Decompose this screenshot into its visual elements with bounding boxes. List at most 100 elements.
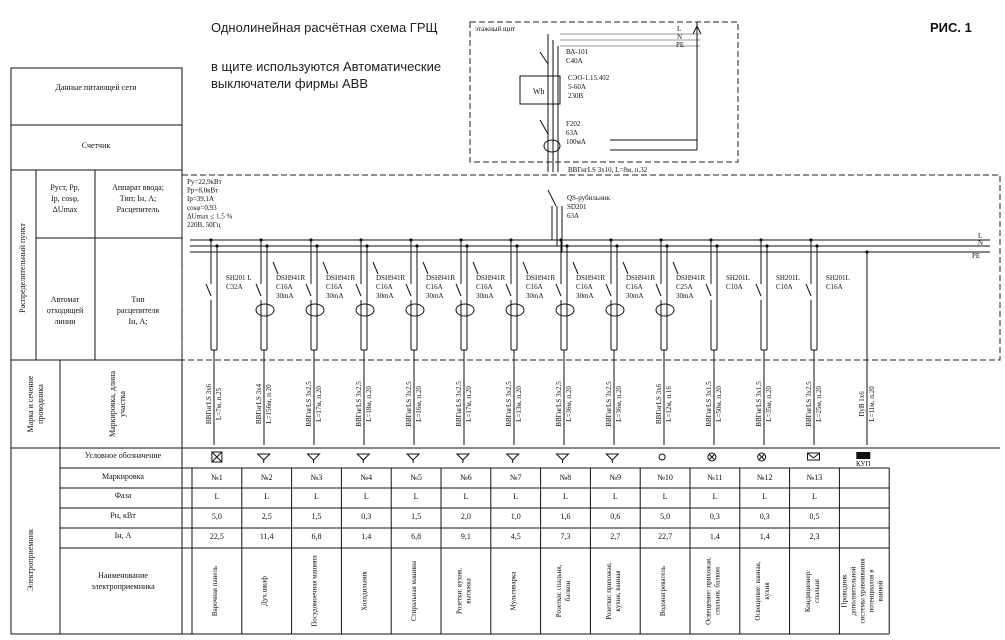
fp-rcd-2: 100мА [566, 138, 586, 146]
circuit-12-pn: 0,3 [760, 512, 770, 521]
circuit-1-num: №1 [211, 473, 223, 482]
out-breaker-1: отходящей [47, 306, 84, 315]
wh-meter-label: Wh [533, 87, 545, 96]
circuit-6-device-1: C16А [476, 283, 493, 291]
circuit-5-device-2: 30mА [426, 292, 444, 300]
dist-point-label: Распределительный пункт [18, 223, 27, 313]
circuit-10-device-0: DSH941R [676, 274, 706, 282]
circuit-9-pn: 0,6 [610, 512, 620, 521]
circuit-6-pn: 2,0 [461, 512, 471, 521]
circuit-1-phase: L [214, 492, 219, 501]
circuit-5-device-1: C16А [426, 283, 443, 291]
consumers-label: Электроприемник [26, 529, 35, 591]
circuit-8-phase: L [563, 492, 568, 501]
wire-brand-0: Марка и сечение [26, 375, 35, 432]
bus-n: N [978, 239, 983, 247]
p-params-1: Iр, cosφ, [51, 194, 79, 203]
name-1: электроприемника [91, 582, 155, 591]
switch-line-1: SD201 [567, 203, 587, 211]
circuit-11-name-1: спальня, балкон [713, 567, 721, 615]
circuit-14-name-4: ванной [876, 580, 884, 601]
circuit-13-device-1: C16А [826, 283, 843, 291]
circuit-8-pn: 1,6 [561, 512, 571, 521]
out-breaker-0: Автомат [51, 295, 80, 304]
bus-pe: PE [972, 252, 980, 260]
circuit-2-phase: L [264, 492, 269, 501]
circuit-11-cable-1: L=50м, п.20 [715, 386, 723, 422]
meter-label: Счетчик [82, 141, 111, 150]
circuit-4-device-0: DSH941R [376, 274, 406, 282]
circuit-9-name-1: кухня, ванная [614, 570, 622, 612]
circuit-3-cable-1: L=17м, п.20 [315, 386, 323, 422]
subtitle-line-1: в щите используются Автоматические [211, 59, 441, 74]
circuit-4-num: №4 [360, 473, 372, 482]
circuit-12-cable-0: ВВГнгLS 3х1,5 [755, 381, 763, 427]
circuit-6-device-0: DSH941R [476, 274, 506, 282]
circuit-1-device-1: C32А [226, 283, 243, 291]
circuit-8-name-0: Розетки: спальня, [555, 565, 563, 618]
circuit-11-device-0: SH201L [726, 274, 750, 282]
dist-param-4: ΔUmax ≤ 1.5 % [187, 212, 232, 220]
subtitle-line-2: выключатели фирмы АВВ [211, 76, 368, 91]
circuit-10-device-1: C25А [676, 283, 693, 291]
circuit-2-device-2: 30mА [276, 292, 294, 300]
circuit-12-name-0: Освещение: ванная, [754, 561, 762, 620]
circuit-11-in: 1,4 [710, 532, 720, 541]
left-table: Данные питающей сети Счетчик Распределит… [10, 67, 1000, 635]
fp-rcd-0: F202 [566, 120, 581, 128]
circuit-3-name-0: Посудомоечная машина [311, 554, 319, 626]
input-params-1: Тип; Iн, А; [120, 194, 156, 203]
circuit-8-in: 7,3 [561, 532, 571, 541]
circuit-1-pn: 5,0 [212, 512, 222, 521]
marking-row-label: Маркировка [102, 472, 144, 481]
dist-params: Ру=22,9кВтРр=8,0кВтIр=39,1Аcosφ=0,93ΔUma… [187, 178, 232, 229]
circuit-1-in: 22,5 [210, 532, 224, 541]
circuit-8-device-1: C16А [576, 283, 593, 291]
circuit-8-name-1: балкон [564, 580, 572, 601]
marking-length-0: Маркировка, длина [108, 371, 117, 438]
circuit-4-cable-1: L=18м, п.20 [365, 386, 373, 422]
circuit-5-pn: 1,5 [411, 512, 421, 521]
circuit-7-device-1: C16А [526, 283, 543, 291]
circuit-7-cable-1: L=13м, п.20 [515, 386, 523, 422]
out-breaker-2: линии [54, 317, 76, 326]
circuit-13-num: №13 [807, 473, 823, 482]
kup-label: КУП [856, 460, 871, 468]
circuit-5-phase: L [414, 492, 419, 501]
circuit-12-in: 1,4 [760, 532, 770, 541]
circuit-10-phase: L [663, 492, 668, 501]
circuit-3-device-0: DSH941R [326, 274, 356, 282]
circuit-9-name-0: Розетки: прихожая, [605, 562, 613, 620]
circuit-6-name-0: Розетки: кухня, [455, 568, 463, 614]
circuit-2-device-0: DSH941R [276, 274, 306, 282]
circuit-9-device-1: C16А [626, 283, 643, 291]
circuit-3-phase: L [314, 492, 319, 501]
circuit-6-num: №6 [460, 473, 472, 482]
circuit-7-in: 4,5 [511, 532, 521, 541]
circuit-10-device-2: 30mА [676, 292, 694, 300]
circuit-5-device-0: DSH941R [426, 274, 456, 282]
circuit-10-cable-0: ВВГнгLS 3х6 [655, 383, 663, 424]
circuit-7-device-2: 30mА [526, 292, 544, 300]
dist-param-0: Ру=22,9кВт [187, 178, 222, 186]
circuit-13-device-0: SH201L [826, 274, 850, 282]
circuit-14-cable-1: L=11м, п.20 [868, 386, 876, 422]
input-params-label: Аппарат ввода;Тип; Iн, А;Расцепитель [112, 183, 164, 214]
circuit-10-num: №10 [657, 473, 673, 482]
out-breaker-label: Автомат отходящей линии [47, 295, 84, 326]
fp-bus-pe: PE [676, 41, 684, 49]
circuit-3-device-1: C16А [326, 283, 343, 291]
circuit-2-device-1: C16А [276, 283, 293, 291]
circuit-1-device-0: SH201 L [226, 274, 251, 282]
wire-brand-1: проводника [36, 384, 45, 424]
circuit-2-name-0: Дух.шкаф [261, 576, 269, 606]
circuit-6-cable-1: L=17м, п.20 [465, 386, 473, 422]
